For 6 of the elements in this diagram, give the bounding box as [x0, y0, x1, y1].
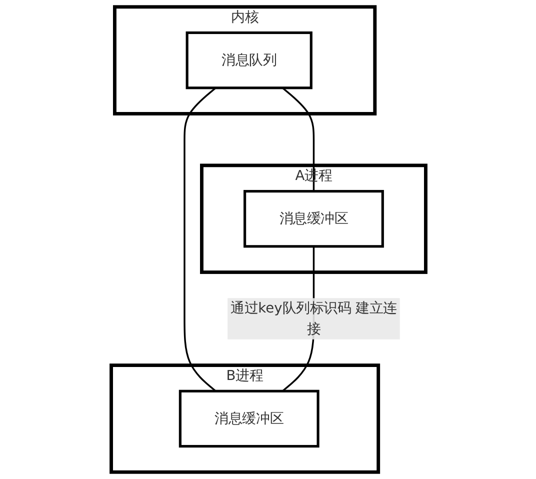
- edge-label: 通过key队列标识码 建立连接: [230, 300, 396, 337]
- node-box: 消息缓冲区: [243, 190, 384, 248]
- connector: [281, 87, 314, 192]
- node-box: 消息缓冲区: [178, 390, 319, 448]
- node-box: 消息队列: [185, 31, 312, 90]
- connector: [183, 87, 216, 392]
